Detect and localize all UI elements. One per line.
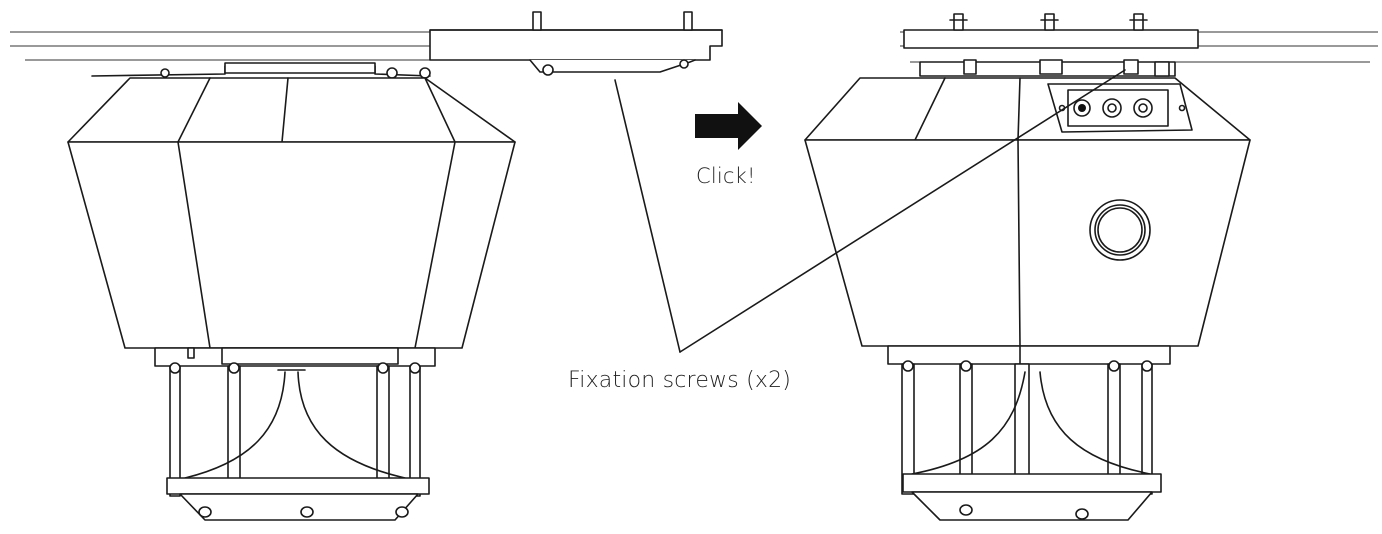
ceiling-rail-right — [900, 13, 1378, 63]
speaker-unit-right — [804, 59, 1251, 521]
click-label: Click! — [696, 164, 756, 188]
ceiling-rail-left — [10, 11, 723, 76]
screws-callout-lines — [614, 69, 1126, 353]
fixation-screws-label: Fixation screws (x2) — [568, 368, 792, 393]
speaker-unit-left — [67, 62, 516, 521]
right-arrow-icon — [695, 102, 762, 150]
